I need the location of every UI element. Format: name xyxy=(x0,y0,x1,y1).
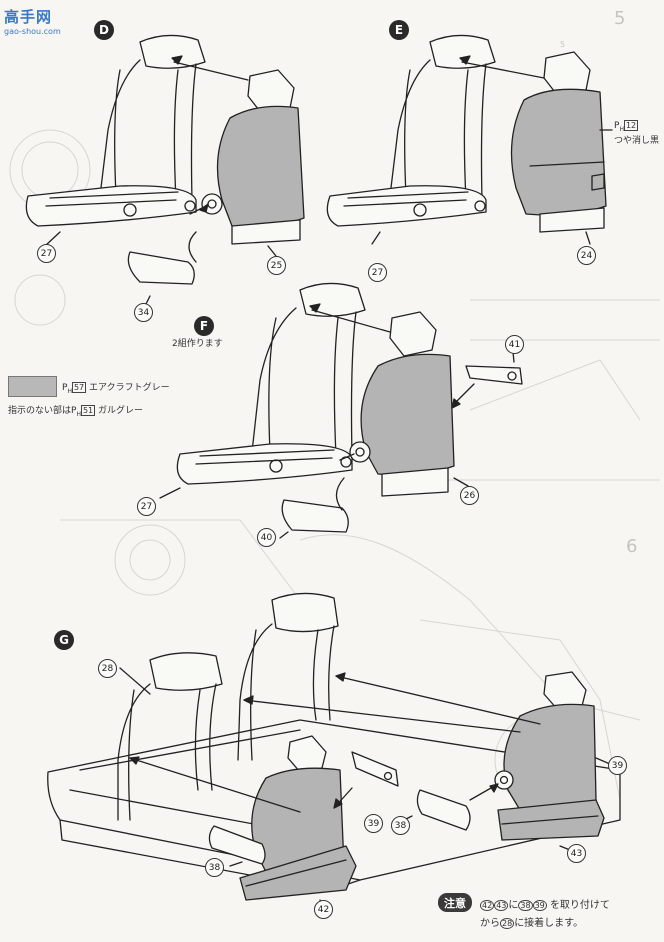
step-e-marker: E xyxy=(389,20,409,40)
watermark-url: gao-shou.com xyxy=(4,27,61,36)
f-note: 2組作ります xyxy=(172,339,223,349)
part-number-g-left-base: 42 xyxy=(314,900,333,919)
part-number-g-right-back: 39 xyxy=(608,756,627,775)
part-number-f-frame: 27 xyxy=(137,497,156,516)
watermark-title: 高手网 xyxy=(4,8,53,26)
part-number-d-pad: 34 xyxy=(134,303,153,322)
caution-badge: 注意 xyxy=(438,893,472,912)
part-number-f-pad: 40 xyxy=(257,528,276,547)
part-number-g-pad-right: 38 xyxy=(391,816,410,835)
step-g-bracket xyxy=(351,751,399,787)
ghost-step-six: 6 xyxy=(626,536,638,557)
part-number-e-back: 24 xyxy=(577,246,596,265)
step-d-seatback xyxy=(201,69,305,245)
step-f-seatback xyxy=(349,311,455,497)
part-number-f-back: 26 xyxy=(460,486,479,505)
step-g-marker: G xyxy=(54,630,74,650)
step-g-seat-right xyxy=(494,671,605,841)
step-g-seat-left xyxy=(208,735,357,901)
part-number-g-frame: 28 xyxy=(98,659,117,678)
part-number-d-back: 25 xyxy=(267,256,286,275)
step-d-seat-frame xyxy=(25,34,206,227)
step-g-frame-left xyxy=(117,652,223,821)
part-number-e-frame: 27 xyxy=(368,263,387,282)
step-e-seat-frame xyxy=(326,34,496,227)
step-d-pad xyxy=(127,251,195,285)
step-e-seatback xyxy=(510,51,607,233)
step-f-marker: F xyxy=(194,316,214,336)
ghost-step-five: 5 xyxy=(560,40,566,49)
e-paint-label: つや消し黒 xyxy=(614,136,660,146)
step-f-pad xyxy=(281,499,349,533)
paint-legend-swatch xyxy=(8,376,57,397)
step-f-bracket xyxy=(465,365,523,385)
part-number-d-frame: 27 xyxy=(37,244,56,263)
part-number-g-right-base: 43 xyxy=(567,844,586,863)
step-g-pad xyxy=(416,789,471,831)
part-number-g-pad-left: 38 xyxy=(205,858,224,877)
step-d-marker: D xyxy=(94,20,114,40)
ghost-step-five-big: 5 xyxy=(614,8,626,29)
step-f-seat-frame xyxy=(176,282,366,485)
part-number-f-bracket: 41 xyxy=(505,335,524,354)
watermark-logo: 高手网 gao-shou.com xyxy=(4,6,74,38)
part-number-g-bracket: 39 xyxy=(364,814,383,833)
step-g-frame-right xyxy=(237,592,339,761)
step-d-arrow xyxy=(173,61,249,81)
